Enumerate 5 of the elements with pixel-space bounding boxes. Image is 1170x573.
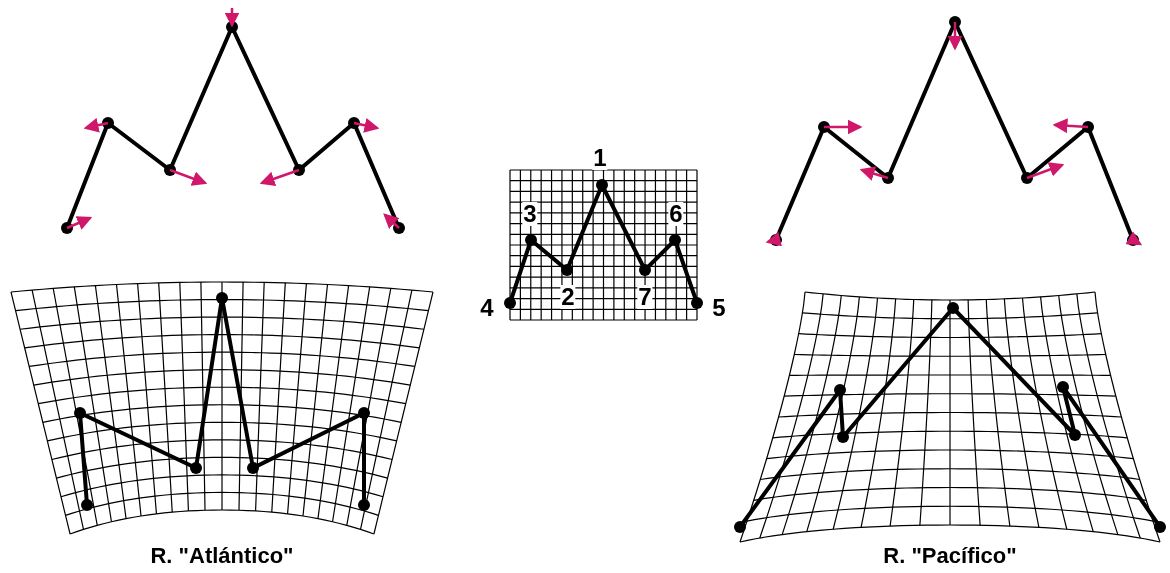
landmark-number: 1 bbox=[592, 146, 608, 170]
landmark-number: 3 bbox=[522, 202, 538, 226]
landmark-number: 7 bbox=[637, 285, 653, 309]
landmark-number: 6 bbox=[668, 202, 684, 226]
landmark-number: 2 bbox=[560, 285, 576, 309]
